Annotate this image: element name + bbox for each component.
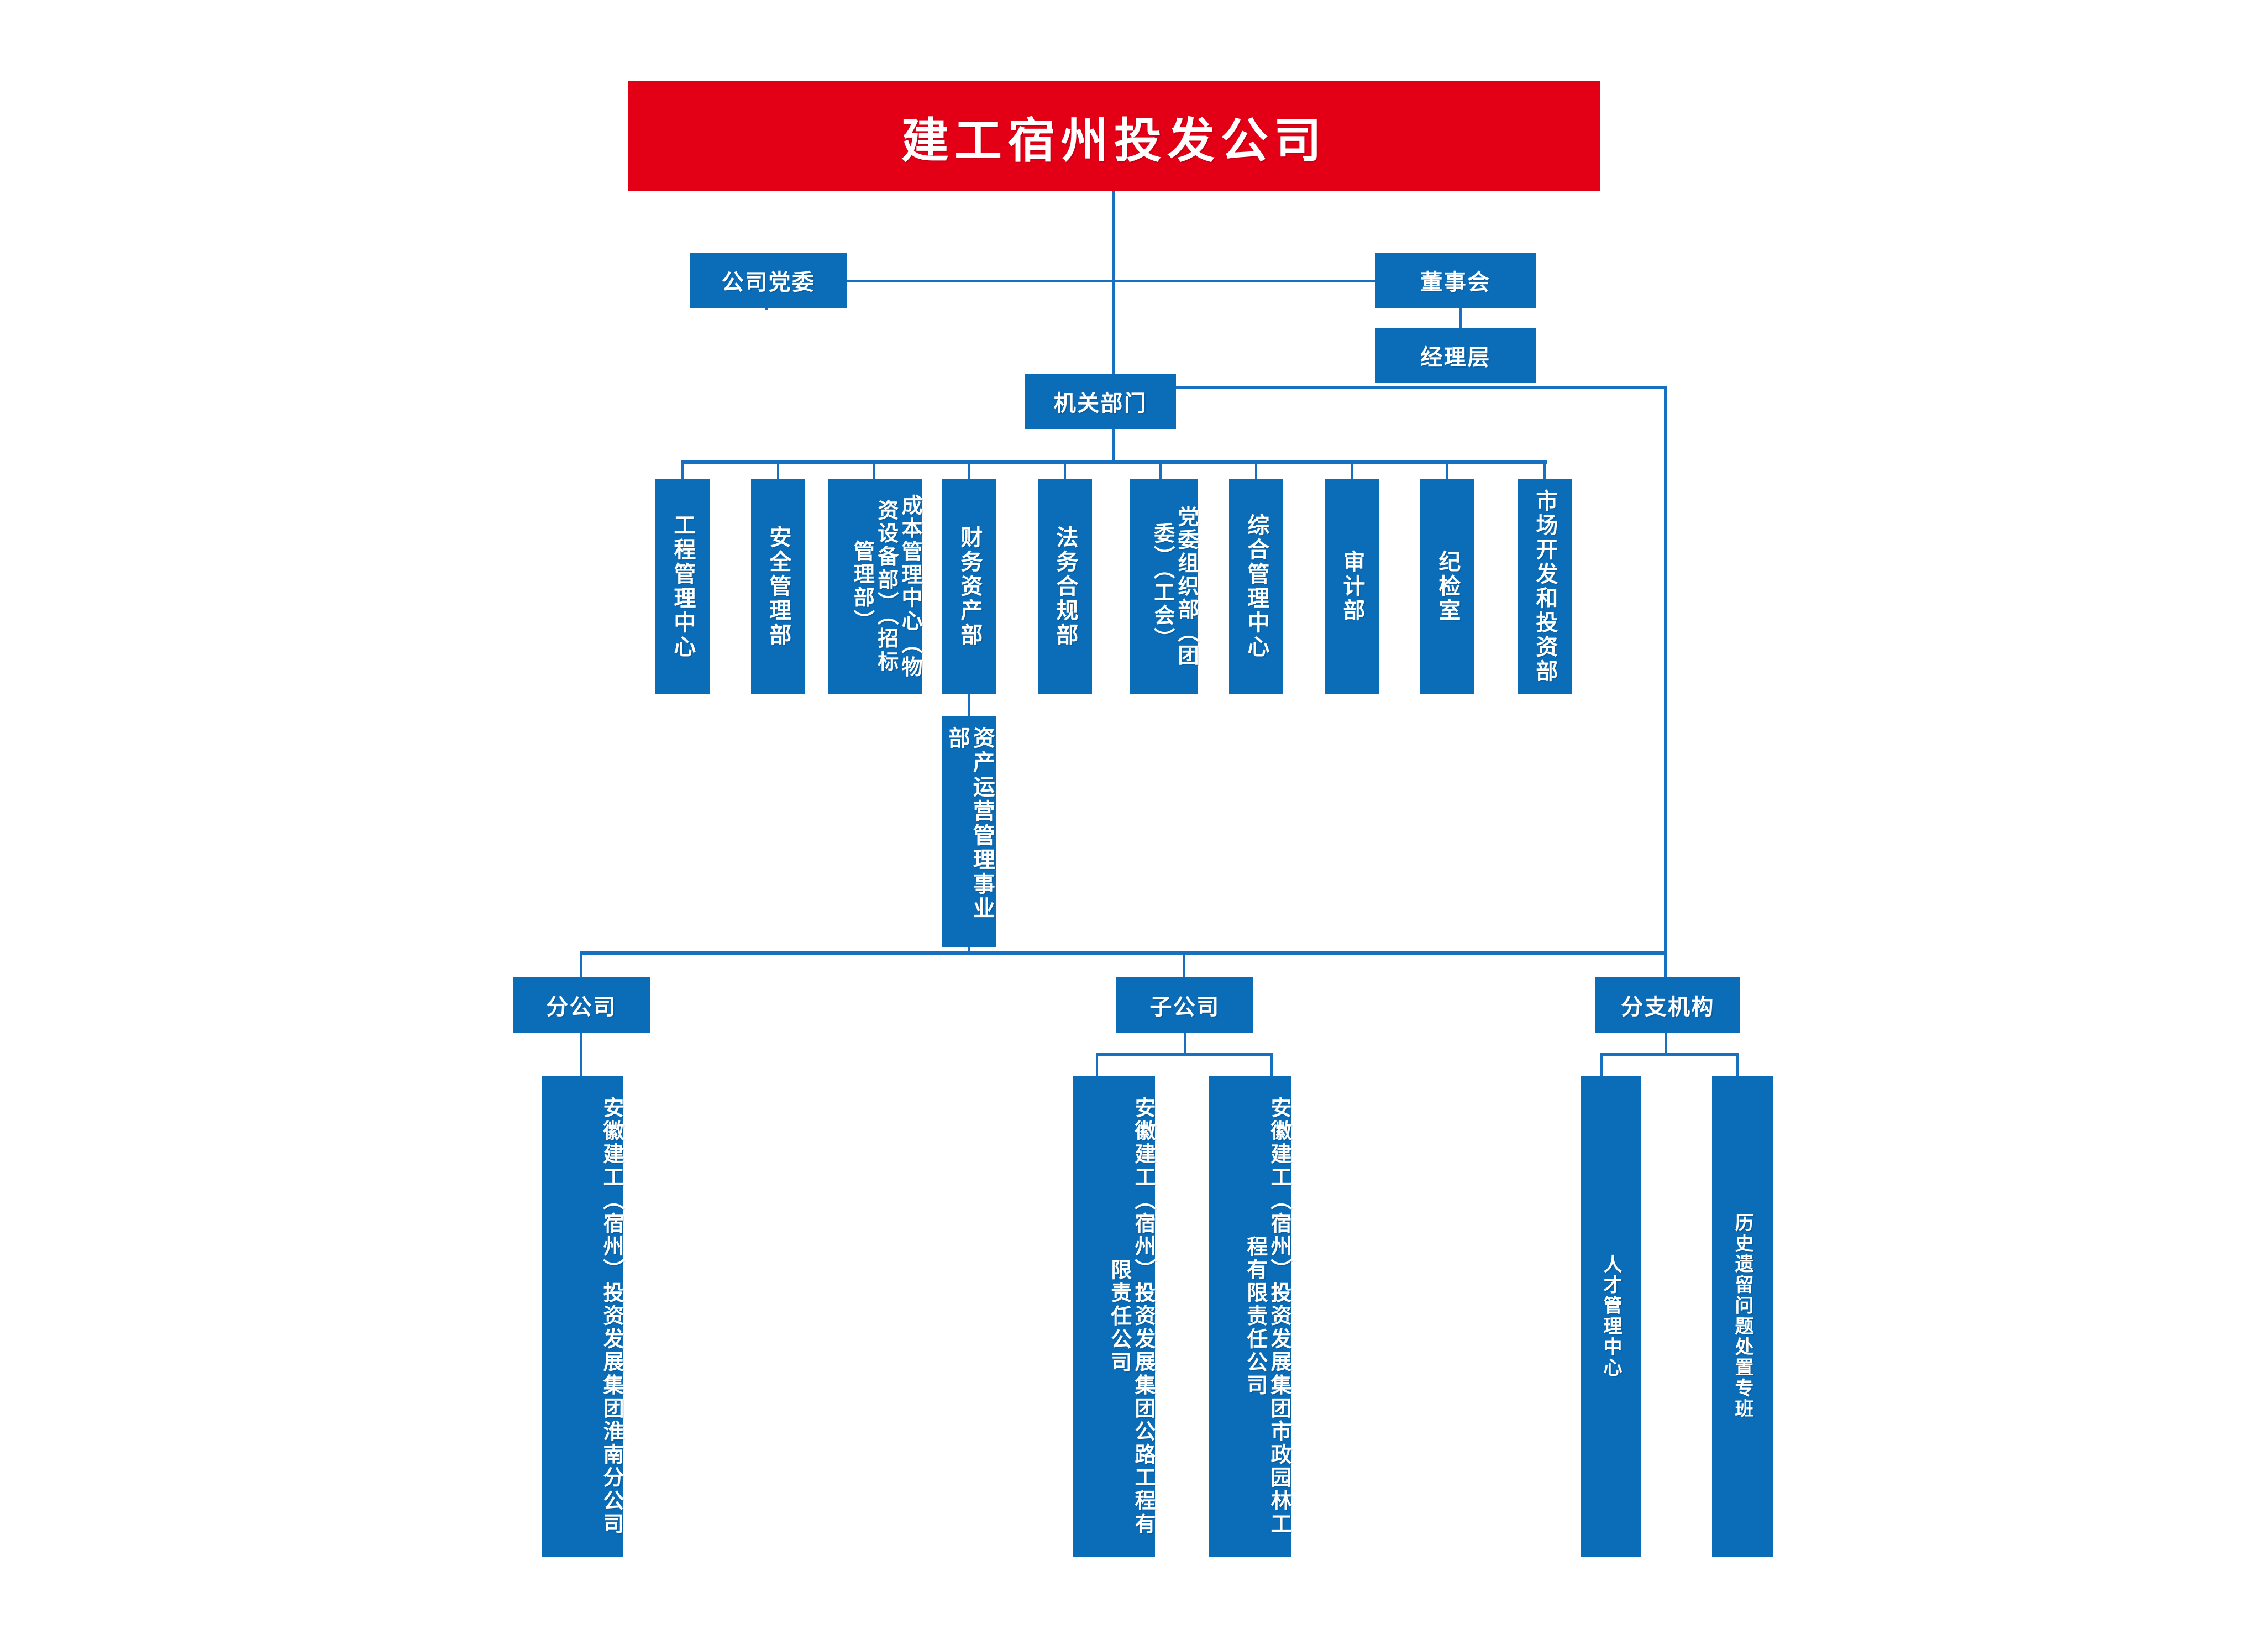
department-box-comprehensive-management-center: 综合管理中心 [1229,479,1283,694]
connector-branchorg-stem [1665,1033,1667,1055]
subsidiary-box-municipal-landscape: 安徽建工（宿州）投资发展集团市政园林工程有限责任公司 [1209,1076,1292,1557]
party-committee-box: 公司党委 [690,253,847,308]
connector-business-unit-down [968,947,970,954]
connector-branchorg-bus [1600,1053,1739,1056]
connector-dept-leg-1 [681,460,684,481]
connector-bottom-bus [580,951,1667,955]
connector-branchorg-leg-1 [1600,1053,1603,1080]
connector-dept-leg-10 [1544,460,1546,481]
connector-functional-stem [1112,429,1115,463]
branch-org-box-talent-management-center: 人才管理中心 [1581,1076,1641,1557]
connector-root-stem [1112,191,1115,282]
connector-subsidiary-stem [1184,1033,1186,1055]
department-box-finance-assets: 财务资产部 [942,479,996,694]
department-box-safety-management: 安全管理部 [751,479,805,694]
connector-branch-to-child [580,1033,582,1080]
connector-dept-leg-2 [777,460,779,481]
department-box-market-development-investment: 市场开发和投资部 [1518,479,1572,694]
connector-dept-leg-8 [1351,460,1353,481]
connector-departments-bus [681,460,1547,464]
functional-departments-header-box: 机关部门 [1025,374,1176,429]
group-header-branch-company: 分公司 [513,977,650,1033]
management-layer-box: 经理层 [1376,328,1536,383]
connector-finance-to-business-unit [968,694,970,719]
connector-functional-right [1176,386,1667,389]
business-unit-box-asset-operation: 资产运营管理事业部 [942,716,996,947]
connector-dept-leg-7 [1255,460,1257,481]
department-box-engineering-management-center: 工程管理中心 [655,479,710,694]
connector-dept-leg-6 [1159,460,1162,481]
connector-dept-leg-3 [873,460,875,481]
connector-subsidiary-bus [1096,1053,1273,1056]
department-box-legal-compliance: 法务合规部 [1038,479,1092,694]
board-of-directors-box: 董事会 [1376,253,1536,308]
connector-dept-leg-5 [1064,460,1066,481]
connector-dept-leg-9 [1446,460,1448,481]
group-header-branch-organization: 分支机构 [1595,977,1740,1033]
connector-subsidiary-leg-2 [1271,1053,1273,1080]
department-box-cost-management-center: 成本管理中心（物资设备部）（招标管理部） [828,479,922,694]
root-company-banner: 建工宿州投发公司 [628,81,1600,191]
group-header-subsidiary-company: 子公司 [1116,977,1253,1033]
branch-company-box-huainan: 安徽建工（宿州）投资发展集团淮南分公司 [542,1076,624,1557]
connector-root-to-functional [1112,280,1115,376]
department-box-discipline-inspection: 纪检室 [1420,479,1474,694]
connector-right-riser [1664,386,1667,954]
branch-org-box-legacy-issue-task-force: 历史遗留问题处置专班 [1712,1076,1773,1557]
connector-board-to-management [1459,308,1462,329]
subsidiary-box-highway-engineering: 安徽建工（宿州）投资发展集团公路工程有限责任公司 [1073,1076,1156,1557]
connector-subsidiary-leg-1 [1096,1053,1098,1080]
department-box-audit: 审计部 [1325,479,1379,694]
connector-dept-leg-4 [968,460,970,481]
department-box-party-organization: 党委组织部（团委）（工会） [1130,479,1199,694]
connector-branchorg-leg-2 [1736,1053,1739,1080]
